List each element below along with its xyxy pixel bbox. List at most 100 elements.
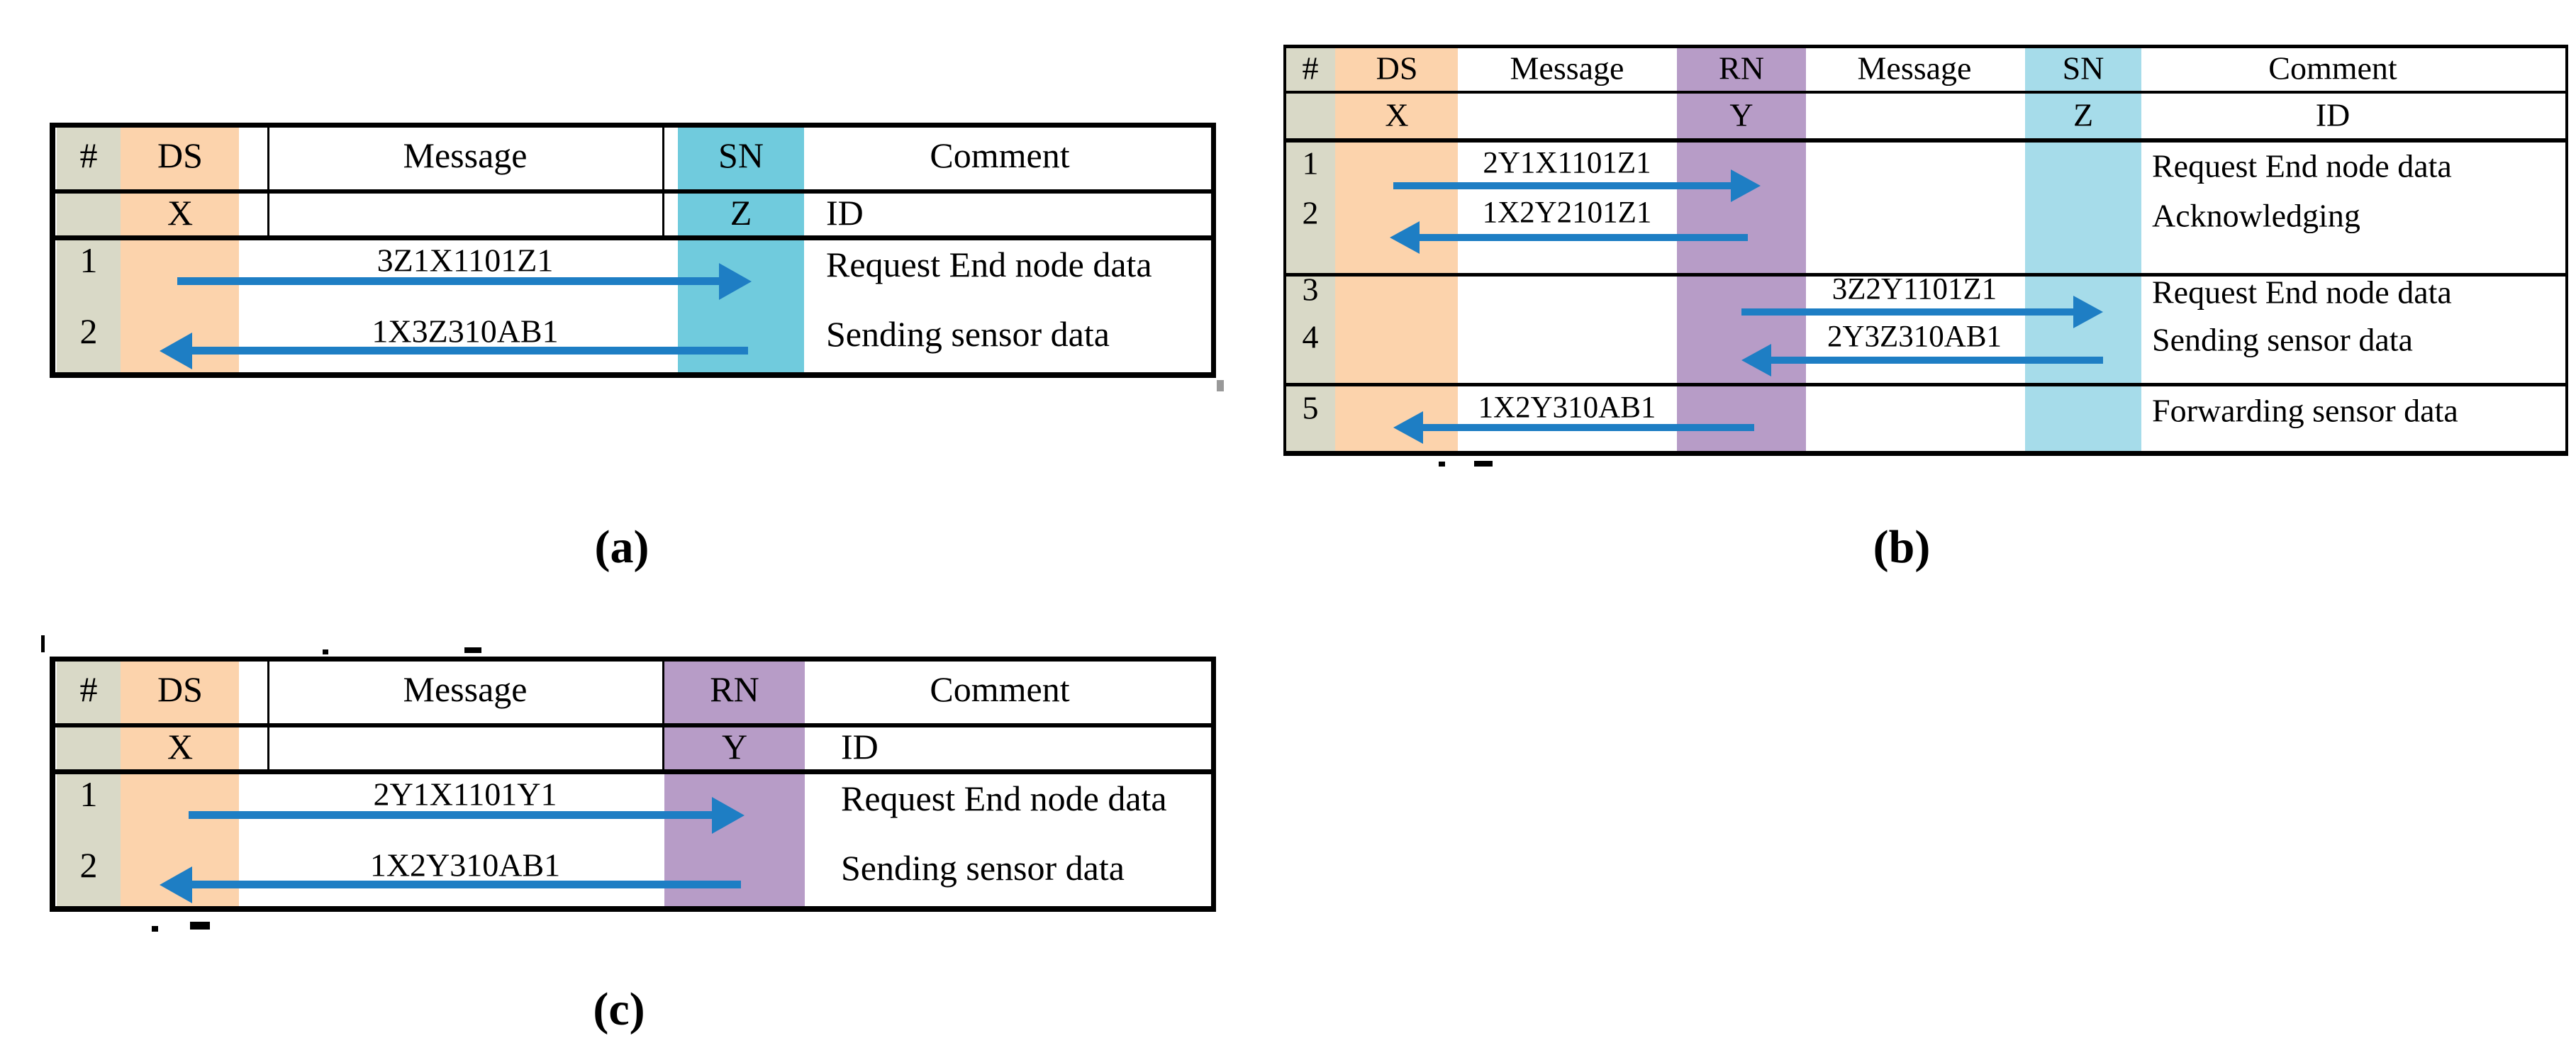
crop-artifact [1217,380,1224,391]
arrow-head-icon [2073,296,2103,328]
header-separator [1283,91,2568,94]
row-comment: Request End node data [2152,274,2452,311]
arrow-shaft [186,347,748,355]
header-separator [50,723,1216,727]
row-number: 2 [79,845,98,885]
message-rn-divider [662,662,664,774]
arrow-shaft [1417,424,1754,431]
row-message: 1X3Z310AB1 [372,313,559,350]
col-header-ds: DS [1376,50,1418,87]
row-comment: Request End node data [2152,147,2452,184]
arrow-head-icon [1741,344,1771,376]
node-rn: Y [721,727,748,766]
row-comment: Sending sensor data [2152,321,2413,358]
section-separator [1283,383,2568,386]
ds-message-divider [267,128,269,240]
row-message: 1X2Y310AB1 [1478,391,1656,425]
arrow-head-icon [1390,221,1420,254]
table-border-bottom [50,372,1216,378]
node-sn: Z [730,193,752,233]
arrow-shaft [177,277,725,285]
row-number: 2 [79,311,98,351]
message-sn-divider [662,128,664,240]
node-row-separator [50,769,1216,774]
sequence-table-b: # DS Message RN Message SN Comment X Y Z… [1283,45,2568,456]
row-message: 1X2Y2101Z1 [1482,196,1652,230]
table-border-top [1283,45,2568,48]
col-header-num: # [79,135,98,175]
message-arrow-left [160,866,741,903]
row-comment: Acknowledging [2152,197,2360,234]
arrow-shaft [1393,182,1736,189]
number-column-band [57,657,121,912]
crop-artifact [41,635,45,652]
arrow-shaft [186,881,741,888]
arrow-shaft [1414,234,1748,241]
arrow-head-icon [1393,411,1423,444]
row-comment: Request End node data [841,779,1167,818]
row-message: 3Z1X1101Z1 [377,242,554,279]
message-arrow-right [189,797,745,834]
table-border-right [1211,657,1216,912]
arrow-head-icon [1731,169,1761,202]
row-number: 3 [1302,271,1319,308]
table-border-right [2565,45,2568,456]
message-arrow-right [177,263,752,300]
table-border-bottom [1283,451,2568,456]
row-number: 2 [1302,194,1319,231]
arrow-head-icon [719,263,752,300]
message-arrow-left [160,333,748,369]
row-message: 1X2Y310AB1 [369,847,561,883]
crop-artifact [464,647,481,653]
table-border-left [50,123,55,378]
col-header-ds: DS [157,135,203,175]
table-border-left [1283,45,1286,456]
row-comment: Sending sensor data [841,848,1125,888]
col-header-rn: RN [710,669,759,709]
col-header-message1: Message [1510,50,1624,87]
col-header-sn: SN [2062,50,2104,87]
row-comment: Request End node data [826,245,1152,284]
node-row-separator [1283,138,2568,143]
row-comment: Forwarding sensor data [2152,392,2458,429]
sequence-table-a: # DS Message SN Comment X Z ID 1 3Z1X110… [50,123,1216,378]
crop-artifact [190,922,210,930]
table-border-right [1211,123,1216,378]
table-border-top [50,123,1216,128]
header-separator [50,189,1216,194]
number-column-band [57,123,121,378]
row-number: 4 [1302,318,1319,355]
crop-artifact [152,926,158,932]
node-rn: Y [1729,96,1753,133]
row-number: 1 [79,240,98,280]
col-header-rn: RN [1719,50,1764,87]
sn-column-band [2025,45,2141,456]
table-border-top [50,657,1216,662]
node-comment: ID [841,727,879,766]
col-header-ds: DS [157,669,203,709]
sn-column-band [678,123,804,378]
row-comment: Sending sensor data [826,314,1110,354]
col-header-message: Message [403,135,528,175]
row-message: 2Y1X1101Z1 [1483,146,1651,180]
row-message: 2Y1X1101Y1 [373,776,557,813]
message-arrow-left [1390,221,1748,254]
arrow-head-icon [160,333,192,369]
row-message: 2Y3Z310AB1 [1827,320,2002,354]
rn-column-band [664,657,805,912]
arrow-head-icon [160,866,192,903]
crop-artifact [1439,462,1445,467]
section-separator [1283,273,2568,277]
table-border-bottom [50,906,1216,912]
crop-artifact [1474,461,1493,467]
ds-message-divider [267,662,269,774]
col-header-message: Message [403,669,528,709]
arrow-shaft [1766,357,2103,364]
message-arrow-right [1741,296,2103,328]
col-header-num: # [79,669,98,709]
col-header-num: # [1302,50,1319,87]
row-message: 3Z2Y1101Z1 [1831,272,1997,306]
row-number: 1 [79,774,98,814]
row-number: 1 [1302,145,1319,182]
